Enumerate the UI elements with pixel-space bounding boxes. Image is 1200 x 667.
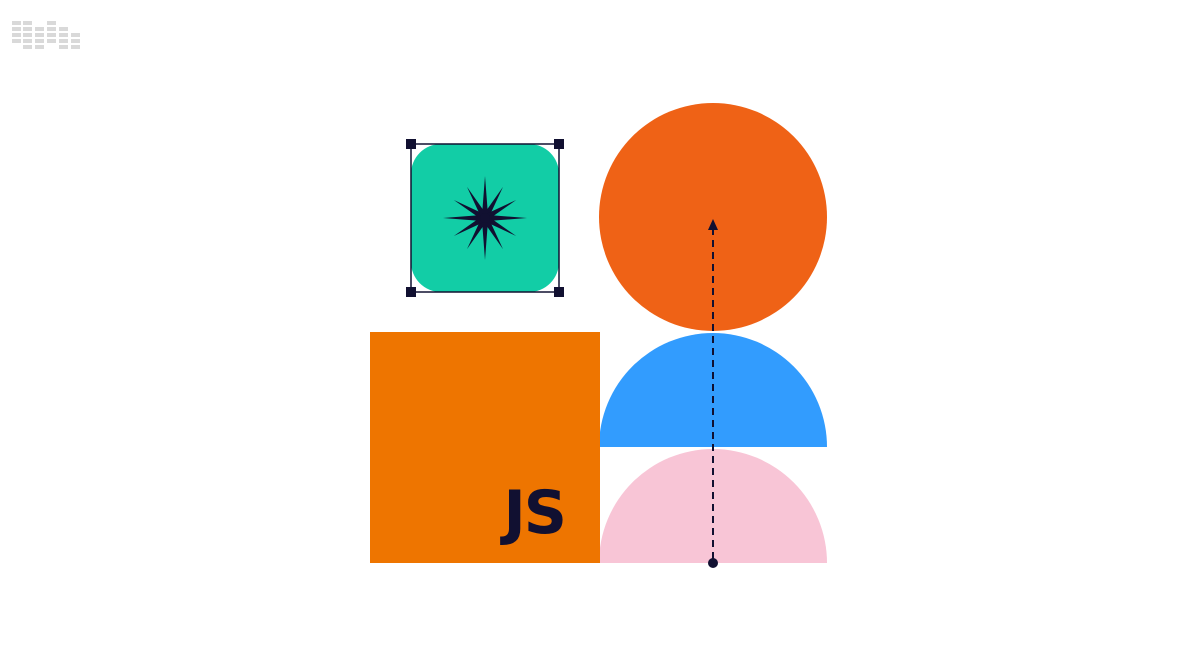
grid-logo <box>12 21 80 49</box>
selection-box <box>406 139 564 297</box>
sparkle-ray <box>467 216 488 250</box>
sparkle-ray <box>443 214 485 222</box>
selection-handle <box>406 139 416 149</box>
sparkle-ray <box>485 214 527 222</box>
sparkle-ray <box>481 176 489 218</box>
selection-handle <box>554 139 564 149</box>
selection-handle <box>554 287 564 297</box>
sparkle-ray <box>467 186 488 220</box>
sparkle-ray <box>453 200 487 221</box>
orange-circle <box>599 103 827 331</box>
sparkle-icon <box>443 176 527 260</box>
js-label: JS <box>499 478 565 548</box>
arrow-up-icon <box>708 219 718 568</box>
arrow-origin-dot <box>708 558 718 568</box>
sparkle-ray <box>482 186 503 220</box>
sparkle-ray <box>481 218 489 260</box>
js-square <box>370 332 600 563</box>
selection-handle <box>406 287 416 297</box>
sparkle-ray <box>483 215 517 236</box>
